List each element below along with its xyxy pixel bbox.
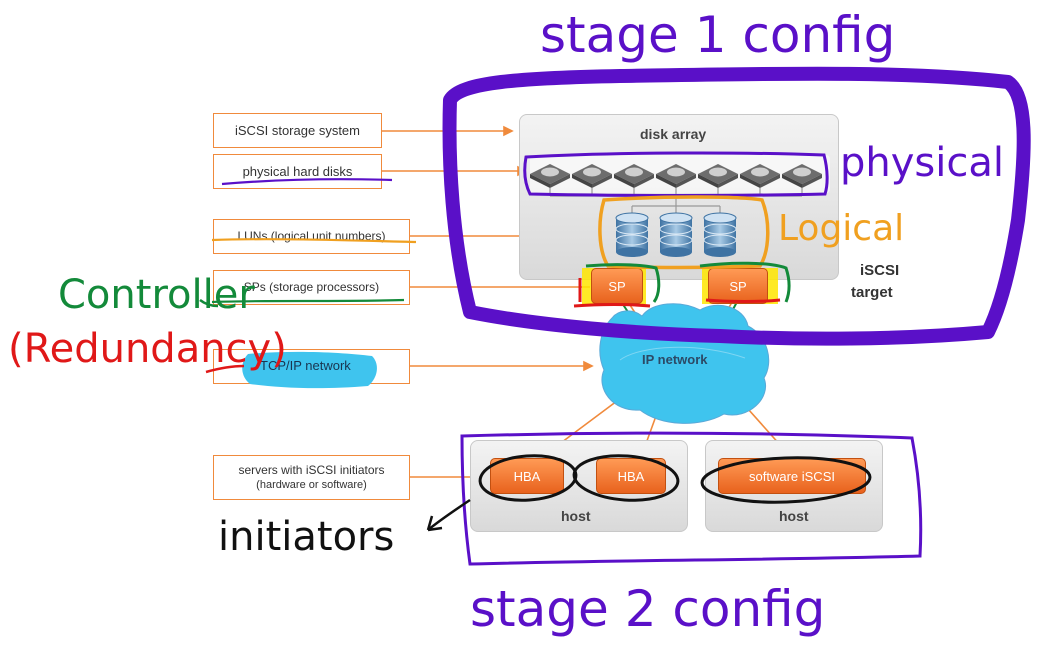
sp-left: SP	[591, 268, 643, 304]
annotation-stage1: stage 1 config	[540, 6, 896, 64]
hard-disk-icon	[530, 164, 570, 188]
annotation-stage2: stage 2 config	[470, 580, 826, 638]
annotation-physical: physical	[840, 140, 1004, 186]
hard-disk-icon	[614, 164, 654, 188]
label-servers: servers with iSCSI initiators (hardware …	[213, 455, 410, 500]
hard-disk-icon	[656, 164, 696, 188]
hard-disk-icon	[782, 164, 822, 188]
tcpip-highlight	[242, 351, 377, 389]
annotation-controller: Controller	[58, 272, 255, 318]
hard-disk-icon	[698, 164, 738, 188]
annotation-initiators: initiators	[218, 514, 395, 560]
label-hard-disks: physical hard disks	[213, 154, 382, 189]
lun-database-icon	[703, 212, 737, 257]
label-sps: SPs (storage processors)	[213, 270, 410, 305]
iscsi-target-label-line2: target	[851, 284, 893, 301]
hba-left: HBA	[490, 458, 564, 494]
iscsi-target-label-line1: iSCSI	[860, 262, 900, 279]
disk-array-title: disk array	[640, 126, 707, 142]
lun-group	[615, 212, 737, 257]
label-sps-text: SPs (storage processors)	[243, 280, 380, 294]
hard-disk-icon	[572, 164, 612, 188]
stage1-boundary	[442, 66, 1031, 346]
sp-right: SP	[708, 268, 768, 304]
stage2-boundary	[460, 431, 923, 566]
label-servers-line2: (hardware or software)	[256, 478, 367, 491]
annotation-redundancy: (Redundancy)	[8, 326, 287, 372]
hba-right: HBA	[596, 458, 666, 494]
label-storage-system: iSCSI storage system	[213, 113, 382, 148]
label-tcpip-text: TCP/IP network	[260, 358, 351, 373]
label-servers-line1: servers with iSCSI initiators	[238, 462, 385, 477]
host-label-left: host	[561, 508, 591, 524]
ip-network-label: IP network	[642, 352, 708, 367]
host-label-right: host	[779, 508, 809, 524]
lun-database-icon	[659, 212, 693, 257]
annotation-logical: Logical	[778, 208, 905, 249]
lun-database-icon	[615, 212, 649, 257]
hard-disk-icon	[740, 164, 780, 188]
hard-disk-row	[530, 164, 822, 188]
